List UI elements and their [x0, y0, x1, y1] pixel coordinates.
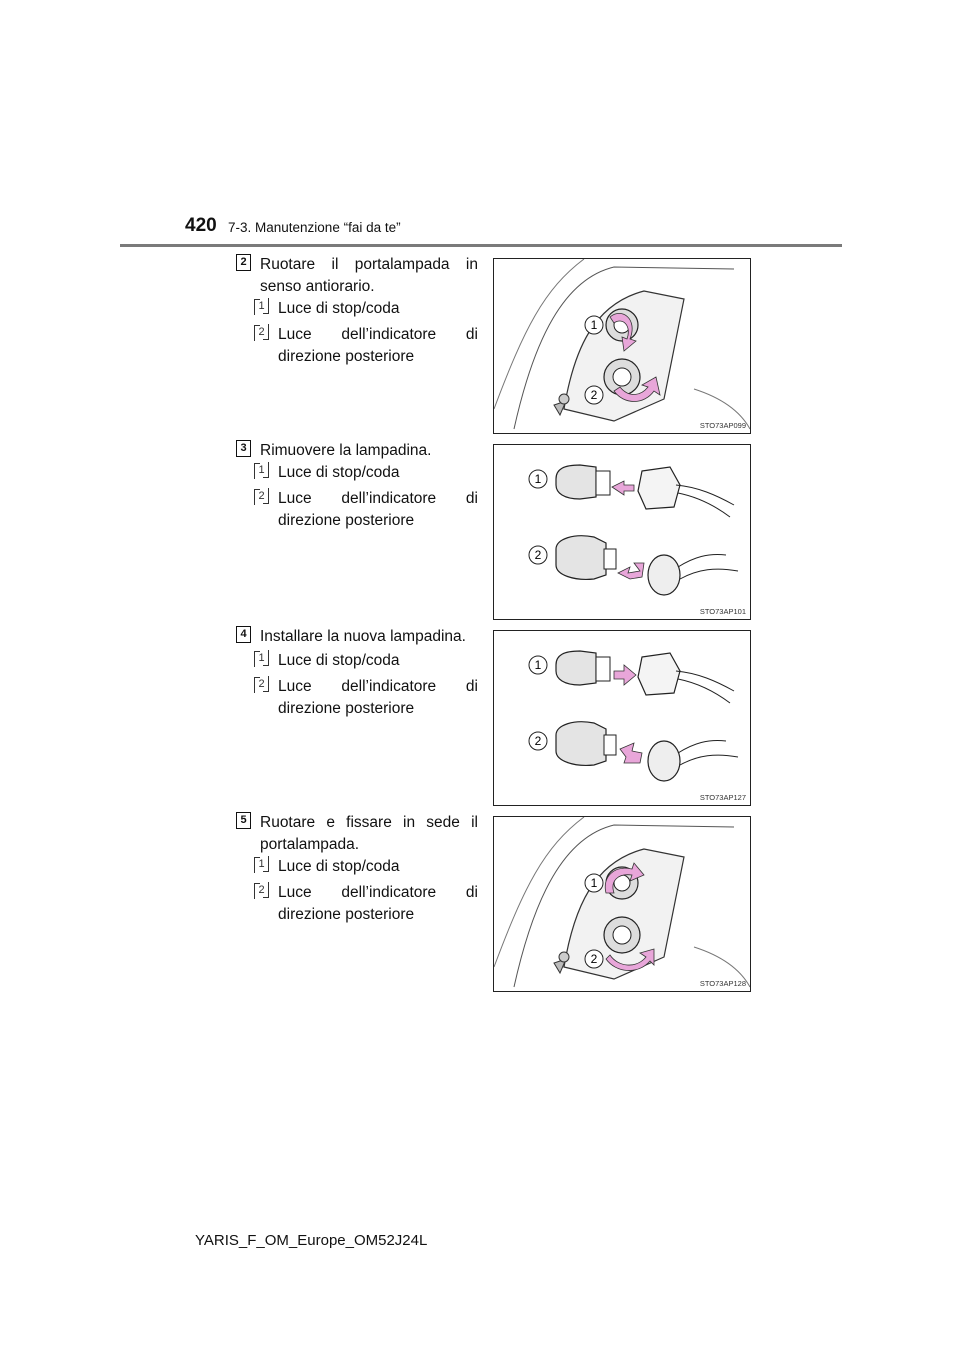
step-number: 3	[236, 440, 251, 457]
figure-code: STO73AP101	[699, 607, 746, 616]
item-text: Luce di stop/coda	[278, 858, 400, 875]
item-text: Luce di stop/coda	[278, 300, 400, 317]
item-text: Luce di stop/coda	[278, 652, 400, 669]
callout-label: 1	[591, 318, 598, 332]
item-text: Luce dell’indicatore di direzione poster…	[278, 490, 478, 529]
item-text: Luce dell’indicatore di direzione poster…	[278, 678, 478, 717]
item-number: 2	[254, 676, 269, 693]
bulb-installation-illustration: 1 2	[528, 650, 739, 782]
callout-label: 2	[591, 388, 598, 402]
item-text: Luce dell’indicatore di direzione poster…	[278, 884, 478, 923]
step-instruction: Rimuovere la lampadina.	[260, 442, 432, 459]
section-title: 7-3. Manutenzione “fai da te”	[228, 220, 401, 235]
callout-label: 2	[535, 548, 542, 562]
item-number: 1	[254, 650, 269, 667]
callout-label: 1	[535, 472, 542, 486]
tail-lamp-illustration: 1 2	[494, 817, 750, 988]
step-number: 2	[236, 254, 251, 271]
figure-code: STO73AP099	[699, 421, 746, 430]
tail-lamp-illustration: 1 2	[494, 259, 750, 430]
figure-install-bulb: 1 2 STO73AP127	[493, 630, 751, 806]
callout-label: 1	[535, 658, 542, 672]
item-number: 1	[254, 298, 269, 315]
item-number: 2	[254, 488, 269, 505]
callout-label: 2	[535, 734, 542, 748]
figure-code: STO73AP127	[699, 793, 746, 802]
callout-label: 2	[591, 952, 598, 966]
step-number: 4	[236, 626, 251, 643]
figure-rotate-socket-secure: 1 2 STO73AP128	[493, 816, 751, 992]
figure-remove-bulb: 1 2 STO73AP101	[493, 444, 751, 620]
item-number: 1	[254, 462, 269, 479]
step-number: 5	[236, 812, 251, 829]
header-divider	[120, 244, 842, 247]
callout-label: 1	[591, 876, 598, 890]
page-number: 420	[185, 215, 217, 236]
item-text: Luce di stop/coda	[278, 464, 400, 481]
step-instruction: Ruotare e fissare in sede il portalampad…	[260, 814, 478, 853]
step-instruction: Ruotare il portalampada in senso antiora…	[260, 256, 478, 295]
bulb-removal-illustration: 1 2	[528, 464, 739, 596]
figure-rotate-socket-ccw: 1 2 STO73AP099	[493, 258, 751, 434]
item-number: 2	[254, 882, 269, 899]
item-text: Luce dell’indicatore di direzione poster…	[278, 326, 478, 365]
figure-code: STO73AP128	[699, 979, 746, 988]
item-number: 1	[254, 856, 269, 873]
step-instruction: Installare la nuova lampadina.	[260, 628, 466, 645]
item-number: 2	[254, 324, 269, 341]
document-code: YARIS_F_OM_Europe_OM52J24L	[195, 1232, 428, 1249]
